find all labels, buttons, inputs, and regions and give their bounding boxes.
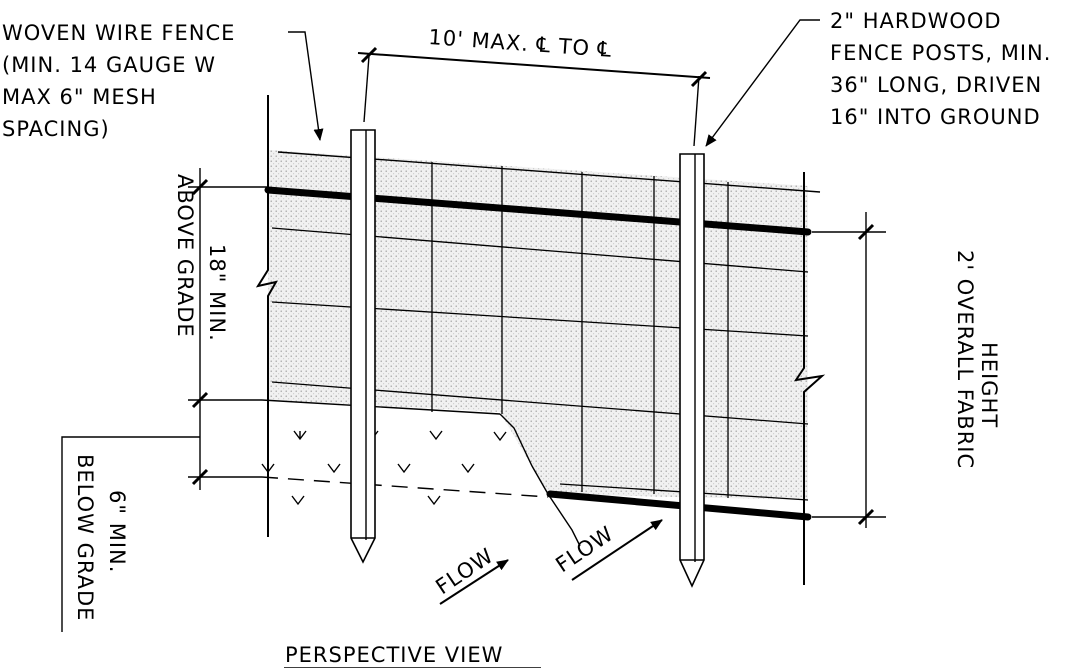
fence-fabric	[268, 150, 808, 500]
left-end-line	[255, 95, 278, 537]
left-fence-post	[350, 129, 376, 564]
fabric-height-label: 2' OVERALL FABRIC HEIGHT	[953, 250, 1001, 477]
flow-label-1: FLOW	[431, 543, 498, 599]
hardwood-posts-label: 2" HARDWOOD FENCE POSTS, MIN. 36" LONG, …	[830, 9, 1059, 129]
grade-dimension	[61, 168, 268, 632]
fabric-height-dimension	[812, 212, 886, 528]
trench-slope-line	[499, 413, 581, 547]
flow-arrows	[439, 519, 663, 605]
right-end-line	[793, 172, 826, 585]
flow-label-2: FLOW	[551, 521, 618, 577]
diagram-title: PERSPECTIVE VIEW	[285, 643, 503, 667]
buried-fabric-line	[261, 476, 549, 498]
post-spacing-dimension	[357, 46, 711, 147]
bottom-tension-wire	[546, 490, 812, 521]
woven-wire-label: WOVEN WIRE FENCE (MIN. 14 GAUGE W MAX 6"…	[2, 21, 243, 141]
below-grade-label: 6" MIN. BELOW GRADE	[73, 454, 129, 621]
ground-hatch-symbols	[261, 430, 507, 506]
right-fence-post	[679, 153, 705, 588]
ground-grade-line	[261, 399, 501, 415]
above-grade-label: 18" MIN. ABOVE GRADE	[173, 174, 229, 349]
leader-arrows	[288, 19, 820, 147]
post-spacing-label: 10' MAX. ℄ TO ℄	[428, 25, 613, 62]
